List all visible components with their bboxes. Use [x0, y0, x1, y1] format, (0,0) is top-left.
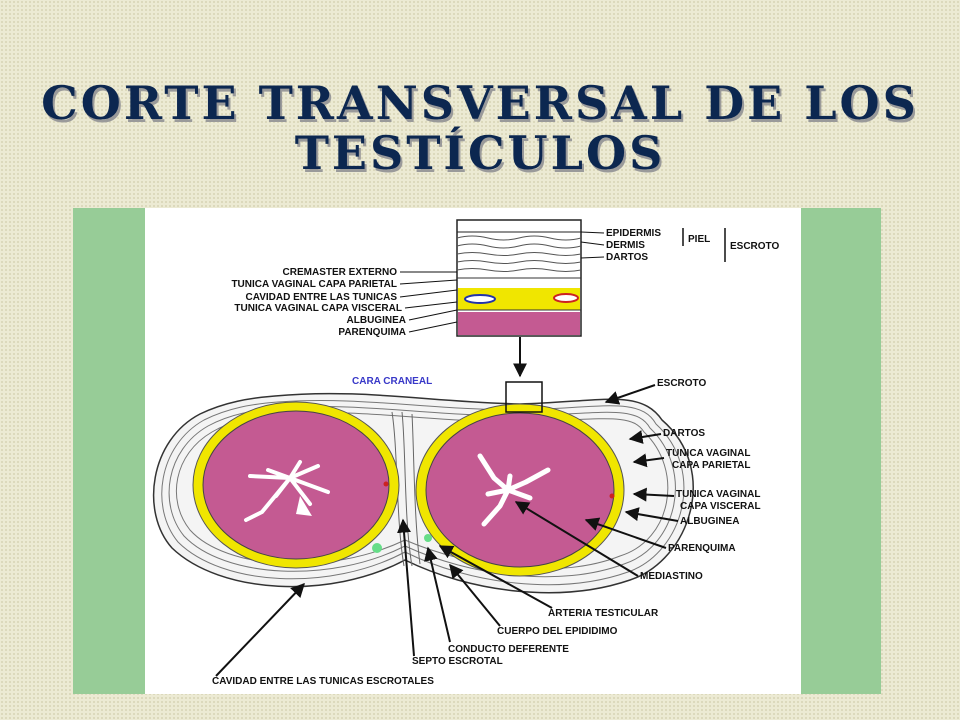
arrow-mediastino [514, 501, 639, 577]
main-bottom-labels: ARTERIA TESTICULAR CUERPO DEL EPIDIDIMO … [212, 518, 659, 687]
inset-right-labels: EPIDERMIS DERMIS DARTOS PIEL ESCROTO [580, 228, 779, 263]
septum-line-2 [401, 411, 413, 567]
inset-yellow-band [458, 288, 580, 310]
leader-epidermis [580, 231, 605, 234]
label-cara-craneal: CARA CRANEAL [352, 376, 432, 387]
right-testis-parenchyma [425, 412, 615, 568]
label-albuginea: ALBUGINEA [680, 516, 739, 527]
label-septo: SEPTO ESCROTAL [412, 656, 503, 667]
label-mediastino: MEDIASTINO [640, 571, 703, 582]
title-line-1: CORTE TRANSVERSAL DE LOS [41, 76, 919, 130]
inset-dermis-wave2 [456, 243, 582, 249]
arrow-epididimo [449, 563, 501, 627]
arrow-cavidad-escrotales [215, 582, 305, 677]
inset-left-labels: CREMASTER EXTERNO TUNICA VAGINAL CAPA PA… [231, 267, 458, 338]
right-vessel-red [609, 493, 615, 499]
label-epidermis: EPIDERMIS [606, 228, 661, 239]
left-vessel-red [383, 481, 389, 487]
title-line-2: TESTÍCULOS [294, 126, 666, 180]
leader-cavidad-tunicas [399, 289, 458, 298]
arrow-parenquima [584, 517, 667, 549]
label-conducto: CONDUCTO DEFERENTE [448, 644, 569, 655]
inset-cremaster-wave [456, 268, 582, 272]
inset-dartos-wave2 [456, 260, 582, 264]
label-tv-visceral-r1: TUNICA VAGINAL [676, 489, 760, 500]
label-dermis: DERMIS [606, 240, 645, 251]
label-albuginea-top: ALBUGINEA [347, 315, 406, 326]
leader-dartos-top [580, 256, 605, 259]
label-tv-parietal-r2: CAPA PARIETAL [672, 460, 751, 471]
label-arteria: ARTERIA TESTICULAR [548, 608, 659, 619]
label-piel: PIEL [688, 234, 710, 245]
label-escroto: ESCROTO [657, 378, 706, 389]
arrow-dartos [628, 430, 662, 444]
arrow-conducto [424, 546, 451, 643]
leader-dermis [580, 241, 605, 246]
label-dartos-top: DARTOS [606, 252, 648, 263]
inset-parenchyma [458, 312, 580, 335]
label-epididimo: CUERPO DEL EPIDIDIMO [497, 626, 618, 637]
scrotum-cross-section [152, 381, 694, 594]
leader-tv-visceral [404, 301, 458, 309]
arrow-tv-visceral [632, 487, 675, 502]
inset-blue-vessel [464, 294, 496, 304]
label-tv-parietal-r1: TUNICA VAGINAL [666, 448, 750, 459]
label-parenquima-top: PARENQUIMA [338, 327, 406, 338]
arrow-arteria [438, 545, 553, 609]
label-cavidad-tunicas: CAVIDAD ENTRE LAS TUNICAS [246, 292, 398, 303]
label-tv-parietal: TUNICA VAGINAL CAPA PARIETAL [231, 279, 397, 290]
left-mediastinum [244, 460, 330, 522]
left-mediastinum-core [296, 496, 312, 516]
right-mediastinum [477, 453, 551, 527]
arrow-tv-parietal [632, 453, 665, 468]
arrow-albuginea [624, 507, 679, 522]
arrow-septo [397, 518, 415, 657]
layer-inset [456, 219, 582, 337]
label-parenquima: PARENQUIMA [668, 543, 736, 554]
label-cremaster: CREMASTER EXTERNO [283, 267, 398, 278]
label-cavidad-escrotales: CAVIDAD ENTRE LAS TUNICAS ESCROTALES [212, 676, 434, 687]
main-right-labels: ESCROTO DARTOS TUNICA VAGINAL CAPA PARIE… [514, 378, 761, 582]
leader-parenquima-top [408, 321, 458, 333]
arrow-escroto [604, 384, 656, 405]
left-vessel-green [372, 543, 382, 553]
leader-tv-parietal [399, 279, 458, 285]
inset-locator-box [505, 381, 543, 413]
inset-dermis-wave [456, 235, 582, 241]
leader-albuginea-top [408, 309, 458, 321]
label-escroto-bracket: ESCROTO [730, 241, 779, 252]
inset-dartos-wave [456, 252, 582, 256]
label-dartos: DARTOS [663, 428, 705, 439]
label-tv-visceral-r2: CAPA VISCERAL [680, 501, 761, 512]
right-vessel-green [424, 534, 432, 542]
slide-title: CORTE TRANSVERSAL DE LOS TESTÍCULOS [0, 78, 960, 178]
label-tv-visceral: TUNICA VAGINAL CAPA VISCERAL [234, 303, 402, 314]
inset-red-vessel [553, 293, 579, 303]
septum-line-3 [411, 413, 421, 565]
